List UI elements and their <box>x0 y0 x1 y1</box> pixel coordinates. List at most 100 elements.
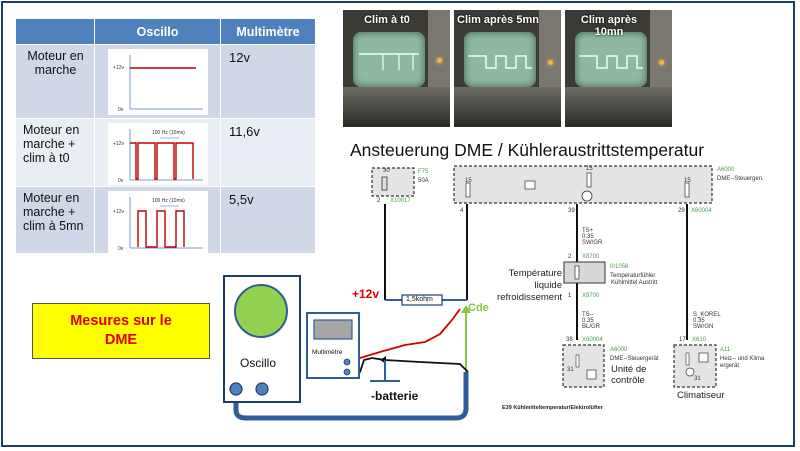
clim-name: Heiz-- und Klima <box>720 356 765 362</box>
sensor-conn-bottom: X8700 <box>582 293 600 299</box>
fuse-id: F75 <box>418 169 429 175</box>
multimeter-jack <box>343 358 351 366</box>
probe-wire-red <box>347 308 461 363</box>
resistor-icon <box>465 182 471 198</box>
resistor-icon <box>685 352 690 366</box>
oscilloscope-photo-t0: Clim à t0 <box>343 10 450 127</box>
photo-caption: Clim après 10mn <box>580 14 638 38</box>
dme2-pin: 38 <box>566 337 573 343</box>
fuse-icon <box>381 176 388 191</box>
cde-arrowhead <box>461 305 471 313</box>
sensor-pin-top: 2 <box>568 254 572 260</box>
transistor-icon <box>581 190 593 202</box>
freq-label: 100 Hz (10ms) <box>152 198 185 204</box>
supply-15: 15 <box>684 178 691 184</box>
oscillo-probe-cable <box>233 372 469 421</box>
scope-panel <box>650 10 672 90</box>
resistor-icon <box>575 354 580 368</box>
row-label: Moteur en marche + clim à t0 <box>15 118 95 187</box>
resistor-icon <box>684 182 690 198</box>
oscilloscope-photo-5mn: Clim après 5mn <box>454 10 561 127</box>
scope-trace <box>359 53 419 70</box>
signal-trace <box>129 142 194 180</box>
v-low-label: 0v <box>118 246 124 252</box>
scope-knobs <box>565 87 672 127</box>
fuse-box <box>371 167 415 197</box>
led-indicator <box>437 58 442 63</box>
scope-knobs <box>343 87 450 127</box>
ground-31: 31 <box>567 367 574 373</box>
transistor-icon <box>685 367 695 377</box>
dme-id: A6000 <box>717 167 735 173</box>
scope-screen <box>575 32 647 87</box>
signal-square-t0: +12v 0v 100 Hz (10ms) <box>107 123 208 185</box>
multimeter-jack <box>343 368 351 376</box>
dme-pin: 29 <box>678 208 685 214</box>
oscillo-cell: +12v 0v 100 Hz (10ms) <box>94 186 221 254</box>
fuse-pin: 30 <box>383 168 390 174</box>
v-low-label: 0v <box>118 178 124 184</box>
dme-name: DME--Steuergen. <box>717 176 764 182</box>
fuse-rating: 50A <box>418 178 429 184</box>
photo-caption: Clim après 5mn <box>457 14 539 26</box>
plus12-label: +12v <box>352 287 380 301</box>
v-high-label: +12v <box>113 209 124 215</box>
dme-connector: X60004 <box>691 208 712 214</box>
module-icon <box>586 369 597 380</box>
sensor-id: I01058 <box>610 264 629 270</box>
module-icon <box>524 180 536 190</box>
fuse-connector: X10017 <box>390 198 411 204</box>
measurement-table: Oscillo Multimètre Moteur en marche +12v… <box>15 18 316 254</box>
scope-panel <box>539 10 561 90</box>
clim-label-fr: Climatiseur <box>677 390 725 401</box>
oscilloscope-screen <box>234 284 288 338</box>
v-high-label: +12v <box>113 65 124 71</box>
dme2-conn: X60004 <box>582 337 603 343</box>
sensor-name2: Kühlmittel Austritt <box>611 280 658 286</box>
scope-trace <box>579 55 643 69</box>
signal-square-5mn: +12v 0v 100 Hz (10ms) <box>107 191 208 253</box>
schematic-footer: E39 Kühlmitteltemperatur/Elektrolüfter <box>502 405 603 411</box>
supply-15: 15 <box>465 178 472 184</box>
signal-trace <box>136 210 185 248</box>
banner-line2: DME <box>104 332 138 348</box>
scope-panel <box>428 10 450 90</box>
multimeter-display <box>313 319 353 340</box>
title-banner: Mesures sur le DME <box>32 303 210 359</box>
supply-15: 15 <box>586 166 593 172</box>
batterie-label: -batterie <box>371 389 419 403</box>
oscillo-cell: +12v 0v 100 Hz (10ms) <box>94 118 221 187</box>
resistor-label: 1,5kohm <box>406 296 433 303</box>
fuse-out-pin: 2 <box>377 198 381 204</box>
ground-31: 31 <box>694 376 701 382</box>
table-row: Moteur en marche + clim à 5mn +12v 0v 10… <box>15 186 316 254</box>
dme2-id: A6000 <box>610 347 628 353</box>
table-row: Moteur en marche + clim à t0 +12v 0v 100… <box>15 118 316 187</box>
header-multimetre: Multimètre <box>220 18 316 45</box>
dme2-name: DME--Steuergerät <box>610 356 659 362</box>
sensor-conn-top: X8700 <box>582 254 600 260</box>
probe-jack <box>255 382 269 396</box>
dme-box <box>453 165 713 204</box>
cde-label: Cde <box>468 302 489 314</box>
oscillo-label: Oscillo <box>240 356 277 370</box>
resistor-1k5 <box>401 294 443 306</box>
scope-screen <box>464 32 536 87</box>
climate-box <box>673 344 717 388</box>
scope-trace <box>468 55 532 69</box>
sensor-name: Temperaturfühler <box>610 273 656 279</box>
dme-pin: 39 <box>568 208 575 214</box>
multimeter-value: 11,6v <box>220 118 316 187</box>
banner-line1: Mesures sur le <box>70 313 172 329</box>
led-indicator <box>548 60 553 65</box>
dme-pin: 4 <box>460 208 464 214</box>
oscillo-cell: +12v 0v <box>94 44 221 119</box>
multimetre-label: Multimètre <box>312 349 343 356</box>
clim-name2: ergerät <box>720 363 740 369</box>
